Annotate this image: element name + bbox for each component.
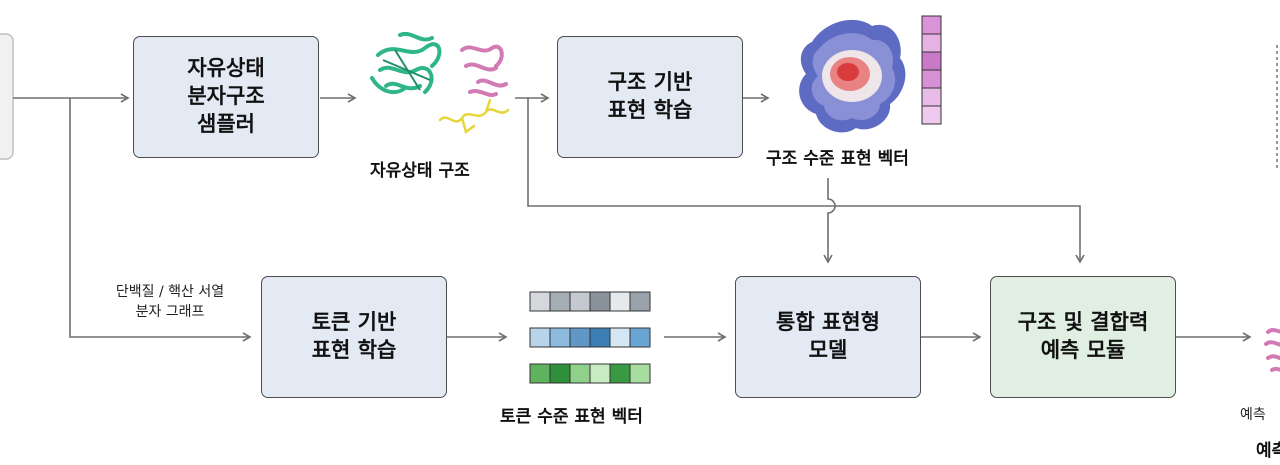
integrated-model-label: 통합 표현형 모델 xyxy=(776,310,880,362)
output-protein-icon xyxy=(1264,328,1280,372)
sampler-label: 자유상태 분자구조 샘플러 xyxy=(187,56,265,136)
structure-vector-cell xyxy=(921,15,942,35)
token-vector-cell xyxy=(629,291,651,312)
structure-vector-cell xyxy=(921,33,942,53)
prediction-module-label: 구조 및 결합력 예측 모듈 xyxy=(1017,310,1149,362)
token-vector-cell xyxy=(589,327,611,348)
arrow-structures-to-prediction xyxy=(527,98,1085,264)
token-vector-cell xyxy=(589,291,611,312)
token-vector-label: 토큰 수준 표현 벡터 xyxy=(500,407,643,427)
token-vector-cell xyxy=(569,291,591,312)
structure-vector-cell xyxy=(921,69,942,89)
token-learning-box: 토큰 기반 표현 학습 xyxy=(261,276,447,398)
protein-surface-icon xyxy=(799,19,906,133)
token-vector-cell xyxy=(629,363,651,384)
output-small-label: 예측 xyxy=(1240,407,1266,423)
arrow-vector-to-integrated xyxy=(823,178,836,264)
structure-vector-cell xyxy=(921,87,942,107)
token-vector-cell xyxy=(609,363,631,384)
sampler-box: 자유상태 분자구조 샘플러 xyxy=(133,36,319,158)
prediction-module-box: 구조 및 결합력 예측 모듈 xyxy=(990,276,1176,398)
token-vector-cell xyxy=(609,327,631,348)
arrow-input-to-token-learning xyxy=(69,98,252,342)
structure-learning-box: 구조 기반 표현 학습 xyxy=(557,36,743,158)
structure-learning-label: 구조 기반 표현 학습 xyxy=(607,70,693,122)
token-vector-cell xyxy=(529,291,551,312)
token-vector-cell xyxy=(549,327,571,348)
structure-vector-cell xyxy=(921,105,942,125)
structure-vector-cells xyxy=(921,15,942,125)
protein-ribbon-icon xyxy=(370,31,510,135)
input-box xyxy=(0,33,14,160)
token-vector-cell xyxy=(569,327,591,348)
token-vector-cell xyxy=(529,327,551,348)
token-vector-cell xyxy=(549,363,571,384)
integrated-model-box: 통합 표현형 모델 xyxy=(735,276,921,398)
structure-vector-cell xyxy=(921,51,942,71)
token-vector-cell xyxy=(589,363,611,384)
token-vector-cell xyxy=(569,363,591,384)
token-vector-cell xyxy=(529,363,551,384)
input-sequence-label: 단백질 / 핵산 서열 분자 그래프 xyxy=(115,284,225,320)
token-vector-rows xyxy=(529,291,651,384)
token-vector-cell xyxy=(609,291,631,312)
output-bold-label: 예측 xyxy=(1256,441,1280,461)
free-state-structure-label: 자유상태 구조 xyxy=(370,161,470,181)
structure-vector-label: 구조 수준 표현 벡터 xyxy=(766,149,909,169)
token-learning-label: 토큰 기반 표현 학습 xyxy=(311,310,397,362)
token-vector-cell xyxy=(549,291,571,312)
token-vector-cell xyxy=(629,327,651,348)
